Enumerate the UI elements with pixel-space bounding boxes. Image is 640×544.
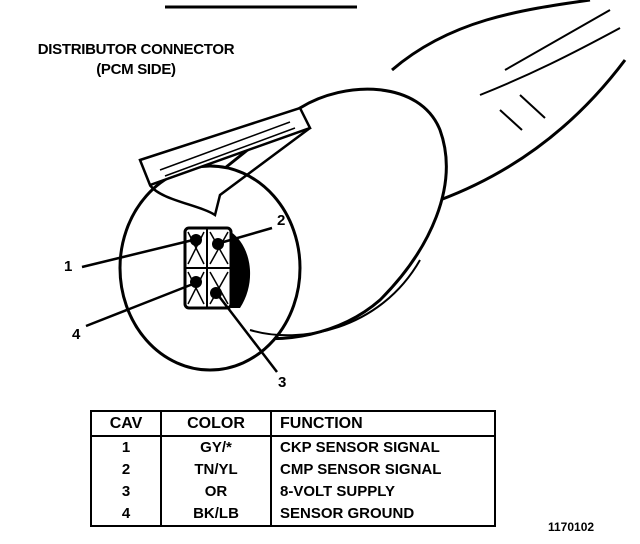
table-row: 3 OR 8-VOLT SUPPLY <box>90 481 496 503</box>
cell-function: 8-VOLT SUPPLY <box>270 481 496 503</box>
cavity-table: CAV COLOR FUNCTION 1 GY/* CKP SENSOR SIG… <box>90 410 496 527</box>
table-row: 2 TN/YL CMP SENSOR SIGNAL <box>90 459 496 481</box>
terminal-2 <box>212 238 224 250</box>
cell-color: OR <box>160 481 272 503</box>
cell-function: CKP SENSOR SIGNAL <box>270 436 496 459</box>
terminal-1 <box>190 234 202 246</box>
cell-function: SENSOR GROUND <box>270 503 496 527</box>
shell-side-line <box>249 259 421 337</box>
cell-color: BK/LB <box>160 503 272 527</box>
terminal-housing-shadow <box>231 232 251 308</box>
table-row: 4 BK/LB SENSOR GROUND <box>90 503 496 527</box>
header-function: FUNCTION <box>270 410 496 437</box>
cell-color: GY/* <box>160 436 272 459</box>
cell-cav: 3 <box>90 481 162 503</box>
callout-3: 3 <box>278 374 287 391</box>
figure-id: 1170102 <box>548 520 595 534</box>
cell-cav: 4 <box>90 503 162 527</box>
cable <box>391 0 627 202</box>
cell-function: CMP SENSOR SIGNAL <box>270 459 496 481</box>
leader-lines <box>81 226 278 373</box>
table-row: 1 GY/* CKP SENSOR SIGNAL <box>90 436 496 459</box>
cell-cav: 2 <box>90 459 162 481</box>
cell-cav: 1 <box>90 436 162 459</box>
header-cav: CAV <box>90 410 162 437</box>
callout-2: 2 <box>277 212 286 229</box>
diagram-title: DISTRIBUTOR CONNECTOR <box>37 41 235 58</box>
diagram-subtitle: (PCM SIDE) <box>96 61 176 78</box>
cell-color: TN/YL <box>160 459 272 481</box>
header-color: COLOR <box>160 410 272 437</box>
callout-1: 1 <box>64 258 73 275</box>
callout-4: 4 <box>72 326 81 343</box>
table-header-row: CAV COLOR FUNCTION <box>90 410 496 437</box>
latch <box>138 106 312 218</box>
terminal-4 <box>190 276 202 288</box>
